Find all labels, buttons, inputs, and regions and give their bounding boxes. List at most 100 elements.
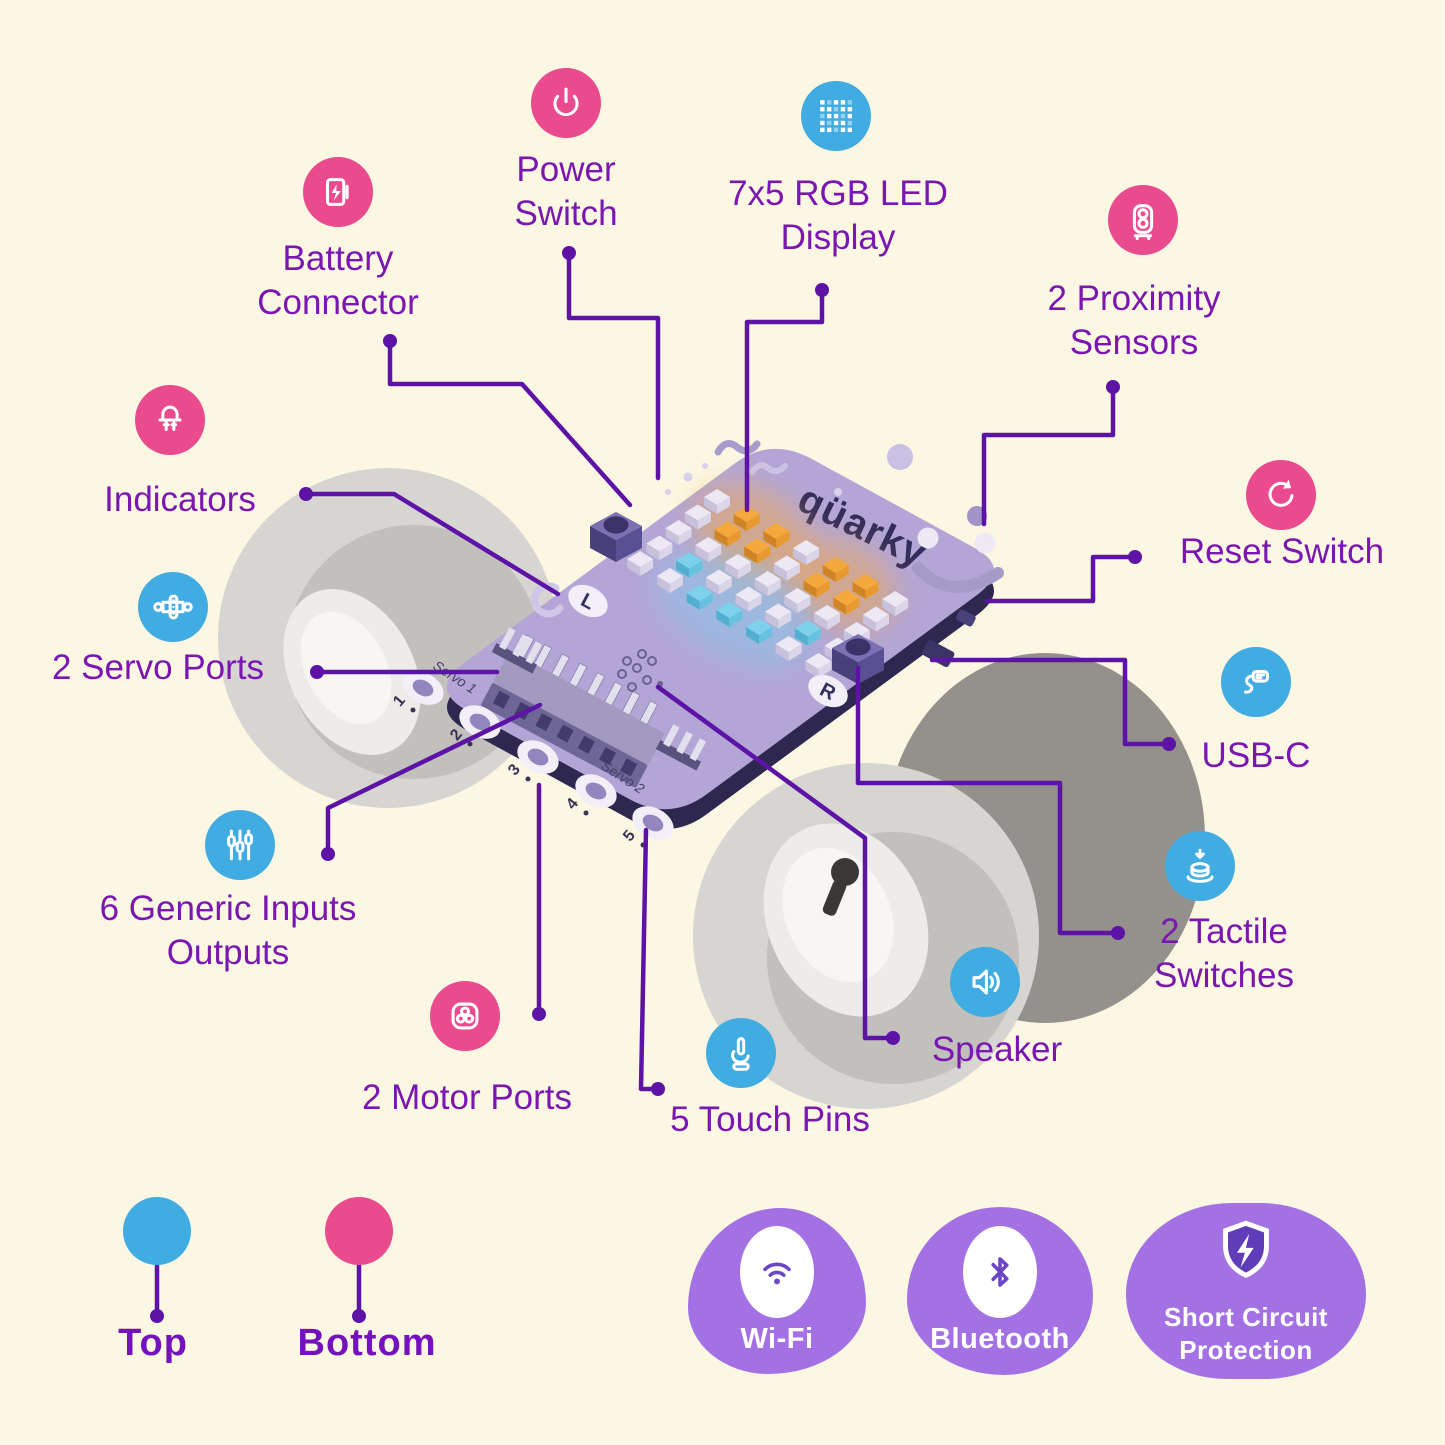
led-o [714,521,741,547]
led-indicator-icon [135,385,205,455]
led-w [704,489,730,514]
right-tactile-button [832,634,884,684]
touch-hand-icon [706,1018,776,1088]
led-o [733,506,760,531]
robot-board: qüarky [390,440,1004,848]
led-c [676,552,703,578]
led-matrix [627,489,909,678]
led-matrix-icon [801,81,871,151]
touch-pad-5: 5 [620,806,674,848]
led-w [725,554,751,579]
led-c [716,602,743,627]
proximity-sensor-icon [1108,185,1178,255]
indicators-label: Indicators [104,480,256,519]
led-w [863,606,889,632]
speaker-label: Speaker [931,1030,1063,1069]
wifi-badge: Wi-Fi [688,1208,866,1374]
led-w [882,591,909,616]
led-w [684,504,711,530]
led-o [744,538,771,564]
shield-bolt-icon [1210,1216,1282,1301]
power-icon [531,68,601,138]
legend-top-label: Top [118,1322,188,1364]
speaker-holes [617,649,663,692]
led-w [793,540,820,565]
svg-text:3: 3 [505,761,524,779]
right-button-pill: R [808,674,848,708]
usb-c-label: USB-C [1201,736,1311,775]
led-w [773,555,800,581]
svg-text:4: 4 [563,795,582,813]
line-indicators [303,491,561,597]
line-battery-connector [387,338,633,508]
led-o [822,557,849,582]
connector-dots [150,246,1176,1323]
led-w [695,537,722,562]
led-w [705,569,732,595]
legend-bottom-dot [325,1197,393,1265]
servo-ports-label: 2 Servo Ports [51,648,265,687]
speaker-icon [950,947,1020,1017]
motor-ports-label: 2 Motor Ports [361,1078,573,1117]
servo2-header [655,724,707,771]
sliders-icon [205,810,275,880]
board-smiley-face [912,527,1004,593]
connector-lines [154,250,1172,1319]
led-w [775,636,802,661]
squiggle-decor [714,440,761,456]
led-w [765,603,792,629]
led-w [805,653,832,678]
wheel-key-glyph [822,858,859,916]
servo1-header [491,627,543,674]
squiggle-decor [749,462,788,475]
led-w [656,568,683,593]
led-c [794,620,821,646]
reset-icon [1246,460,1316,530]
wifi-icon [740,1226,814,1318]
legend-top-dot [123,1197,191,1265]
legend-bottom-label: Bottom [297,1322,437,1364]
line-touch-pins [638,827,661,1092]
short-circuit-protection-badge: Short Circuit Protection [1126,1203,1366,1379]
touch-pins-label: 5 Touch Pins [670,1100,870,1139]
led-w [814,605,841,630]
line-led-display [744,287,825,513]
bluetooth-icon [963,1226,1037,1318]
led-w [646,535,673,561]
reset-switch-label: Reset Switch [1179,532,1385,571]
usb-c-icon [1221,647,1291,717]
left-tactile-button [590,512,642,562]
battery-connector-icon [303,157,373,227]
led-o [803,572,830,598]
motor-fan-icon [430,981,500,1051]
led-o [763,523,790,548]
led-w [784,588,811,613]
line-speaker [655,684,896,1041]
svg-text:5: 5 [620,827,639,845]
line-reset-switch [984,554,1138,604]
led-o [852,574,879,599]
reset-button-component [956,609,976,627]
bluetooth-badge: Bluetooth [907,1207,1093,1375]
led-w [665,520,692,545]
line-proximity-sensors [981,384,1116,527]
line-generic-io [325,702,543,857]
line-tactile-switches [855,665,1121,936]
push-button-icon [1165,831,1235,901]
line-power-switch [566,250,661,481]
led-c [746,619,772,644]
led-w [627,551,654,576]
servo-motor-icon [138,572,208,642]
led-w [735,586,762,612]
left-button-pill: L [568,584,608,618]
led-o [833,589,860,615]
line-usb-c [929,657,1172,747]
